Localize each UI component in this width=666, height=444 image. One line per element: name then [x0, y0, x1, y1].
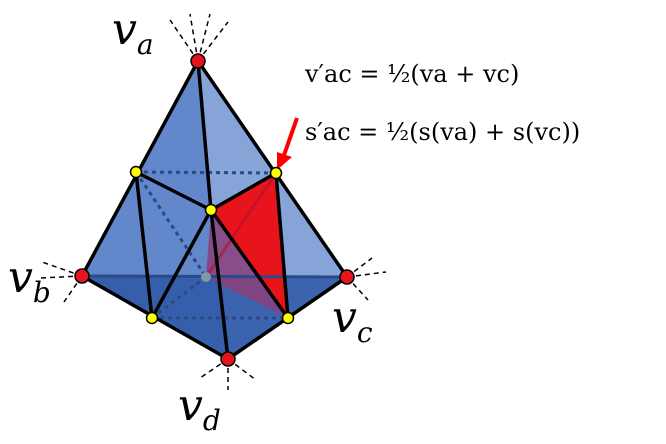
label-vd: vd: [178, 380, 221, 437]
label-vc: vc: [332, 292, 373, 349]
label-vd-sub: d: [202, 404, 221, 437]
label-va-sub: a: [136, 28, 154, 61]
hidden-edges: [134, 170, 288, 320]
vertices: [74, 53, 355, 367]
label-vb: vb: [8, 252, 51, 309]
equation-vertex-midpoint: v′ac = ½(va + vc): [305, 60, 520, 88]
vertex-spokes: [39, 13, 387, 390]
hidden-vertex: [201, 272, 211, 282]
equation-scalar-midpoint: s′ac = ½(s(va) + s(vc)): [305, 118, 581, 146]
arrow-icon: [277, 117, 299, 170]
label-vc-sub: c: [356, 316, 373, 349]
bottom-face: [82, 276, 347, 359]
label-va-base: v: [112, 4, 137, 55]
label-va: va: [112, 4, 154, 61]
highlighted-sub-tetrahedron: [211, 173, 288, 318]
label-vc-base: v: [332, 292, 357, 343]
midpoints: [129, 165, 295, 325]
label-vb-base: v: [8, 252, 33, 303]
label-vb-sub: b: [32, 276, 51, 309]
label-vd-base: v: [178, 380, 203, 431]
